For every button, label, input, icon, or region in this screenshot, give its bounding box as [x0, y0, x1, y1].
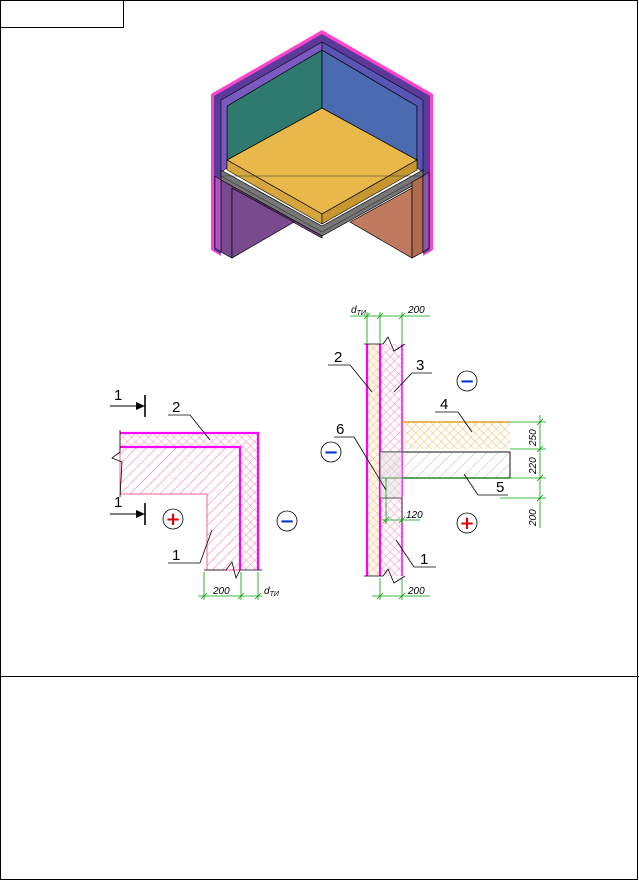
minus-sign-upper [456, 370, 478, 392]
callout-6-section: 6 [336, 421, 344, 438]
svg-text:+: + [165, 509, 180, 530]
dim-220: 220 [528, 457, 539, 475]
corner-plan-view: 1 1 2 1 200 dТИ + − [110, 387, 298, 600]
dim-d-section: dТИ [351, 305, 367, 317]
dim-120: 120 [406, 510, 423, 521]
section-mark-bottom: 1 [114, 494, 122, 511]
plus-sign-section [456, 512, 478, 534]
title-stamp-box [0, 0, 124, 28]
callout-1-section: 1 [420, 551, 428, 568]
section-mark-top: 1 [114, 387, 122, 404]
wall-section-view: 2 3 4 6 5 1 dТИ 200 [320, 305, 546, 600]
callout-5-section: 5 [496, 479, 504, 496]
isometric-corner-view [211, 30, 433, 259]
svg-text:−: − [459, 371, 474, 392]
dim-200-right: 200 [528, 509, 539, 527]
dim-d-plan: dТИ [264, 586, 280, 598]
dim-200-bottom: 200 [407, 586, 425, 597]
callout-3-section: 3 [416, 357, 424, 374]
callout-4-section: 4 [440, 396, 448, 413]
callout-1-plan: 1 [172, 547, 180, 564]
dim-200-top-section: 200 [407, 305, 425, 316]
dim-250: 250 [528, 429, 539, 447]
minus-sign-plan [276, 510, 298, 532]
svg-text:−: − [323, 442, 338, 463]
callout-2-section: 2 [334, 349, 342, 366]
callout-2-plan: 2 [172, 399, 180, 416]
svg-text:+: + [459, 513, 474, 534]
dim-200-plan: 200 [212, 586, 230, 597]
minus-sign-left [320, 441, 342, 463]
plus-sign-plan [162, 508, 184, 530]
svg-text:−: − [279, 511, 294, 532]
